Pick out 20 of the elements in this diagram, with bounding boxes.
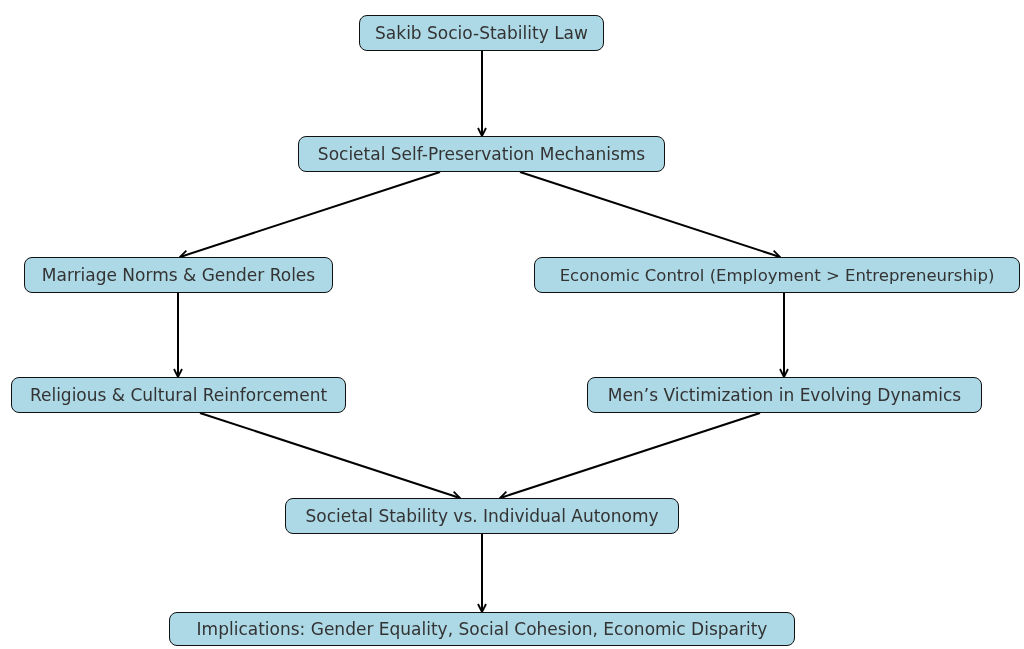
box-label: Societal Self-Preservation Mechanisms <box>317 144 646 164</box>
box-label: Marriage Norms & Gender Roles <box>41 265 316 285</box>
box-label: Sakib Socio-Stability Law <box>375 23 588 43</box>
box-label: Implications: Gender Equality, Social Cohesion, Economic Disparity <box>196 619 768 639</box>
process-box <box>11 377 346 413</box>
process-box <box>169 612 795 646</box>
arrow <box>477 50 487 137</box>
box-label: Societal Stability vs. Individual Autonomy <box>305 506 659 526</box>
arrow <box>477 533 487 613</box>
process-box <box>534 257 1020 293</box>
process-box <box>587 377 982 413</box>
process-box <box>285 498 679 534</box>
process-box <box>359 15 604 51</box>
process-box <box>24 257 333 293</box>
box-label: Economic Control (Employment > Entrepreneurship) <box>559 265 995 285</box>
arrow <box>173 292 183 378</box>
arrow <box>779 292 789 378</box>
process-box <box>298 136 665 172</box>
box-label: Men’s Victimization in Evolving Dynamics <box>607 385 962 405</box>
box-label: Religious & Cultural Reinforcement <box>29 385 328 405</box>
